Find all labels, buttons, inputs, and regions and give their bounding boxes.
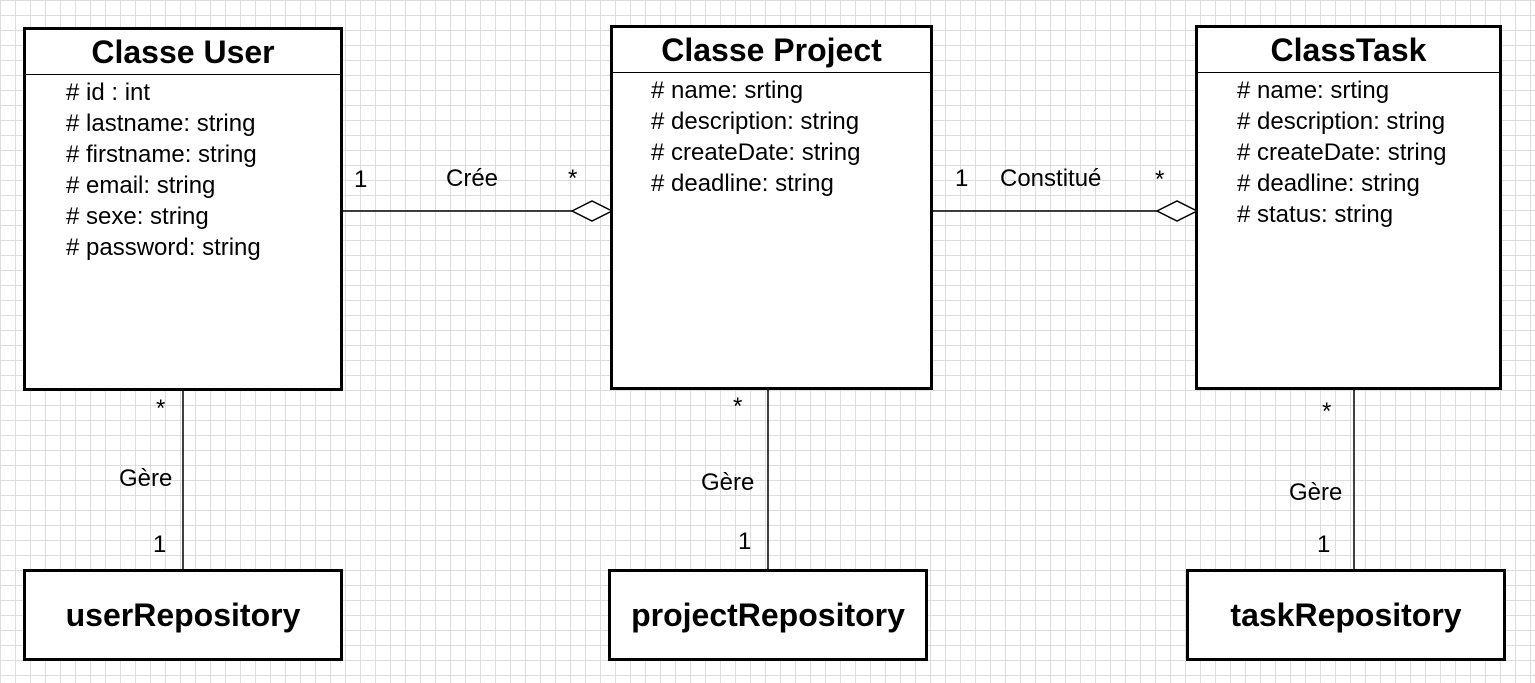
- attribute: # name: srting: [651, 77, 804, 104]
- class-box-project[interactable]: Classe Project # name: srting # descript…: [610, 25, 933, 390]
- association-label-gere-project: Gère: [701, 469, 755, 496]
- multiplicity-task-repo-repo: 1: [1317, 531, 1331, 558]
- repository-box-project[interactable]: projectRepository: [608, 569, 928, 661]
- class-title-task: ClassTask: [1198, 28, 1499, 73]
- attribute: # lastname: string: [66, 110, 256, 137]
- repository-box-task[interactable]: taskRepository: [1186, 569, 1506, 661]
- multiplicity-project-repo-class: *: [733, 393, 743, 420]
- multiplicity-user-project-target: *: [568, 165, 578, 192]
- multiplicity-user-repo-repo: 1: [153, 531, 167, 558]
- class-title-project: Classe Project: [613, 28, 930, 73]
- multiplicity-user-repo-class: *: [156, 395, 166, 422]
- multiplicity-project-task-source: 1: [955, 165, 969, 192]
- class-box-task[interactable]: ClassTask # name: srting # description: …: [1195, 25, 1502, 390]
- attribute: # deadline: string: [1237, 170, 1420, 197]
- multiplicity-project-repo-repo: 1: [738, 528, 752, 555]
- attribute: # deadline: string: [651, 170, 834, 197]
- attribute: # status: string: [1237, 201, 1394, 228]
- attribute: # sexe: string: [66, 203, 209, 230]
- attribute: # password: string: [66, 234, 261, 261]
- attribute: # firstname: string: [66, 141, 257, 168]
- multiplicity-project-task-target: *: [1155, 166, 1165, 193]
- association-label-cree: Crée: [446, 165, 499, 192]
- association-label-gere-task: Gère: [1289, 479, 1343, 506]
- attribute: # name: srting: [1237, 77, 1390, 104]
- attribute-list-user: # id : int # lastname: string # firstnam…: [26, 75, 340, 263]
- attribute-list-project: # name: srting # description: string # c…: [613, 73, 930, 199]
- multiplicity-task-repo-class: *: [1322, 398, 1332, 425]
- multiplicity-user-project-source: 1: [354, 166, 368, 193]
- attribute: # createDate: string: [651, 139, 861, 166]
- attribute: # description: string: [651, 108, 860, 135]
- association-label-constitue: Constitué: [1000, 165, 1102, 192]
- attribute-list-task: # name: srting # description: string # c…: [1198, 73, 1499, 230]
- attribute: # description: string: [1237, 108, 1446, 135]
- repository-box-user[interactable]: userRepository: [23, 569, 343, 661]
- association-label-gere-user: Gère: [119, 465, 173, 492]
- attribute: # email: string: [66, 172, 216, 199]
- class-box-user[interactable]: Classe User # id : int # lastname: strin…: [23, 27, 343, 391]
- attribute: # id : int: [66, 79, 151, 106]
- class-title-user: Classe User: [26, 30, 340, 75]
- attribute: # createDate: string: [1237, 139, 1447, 166]
